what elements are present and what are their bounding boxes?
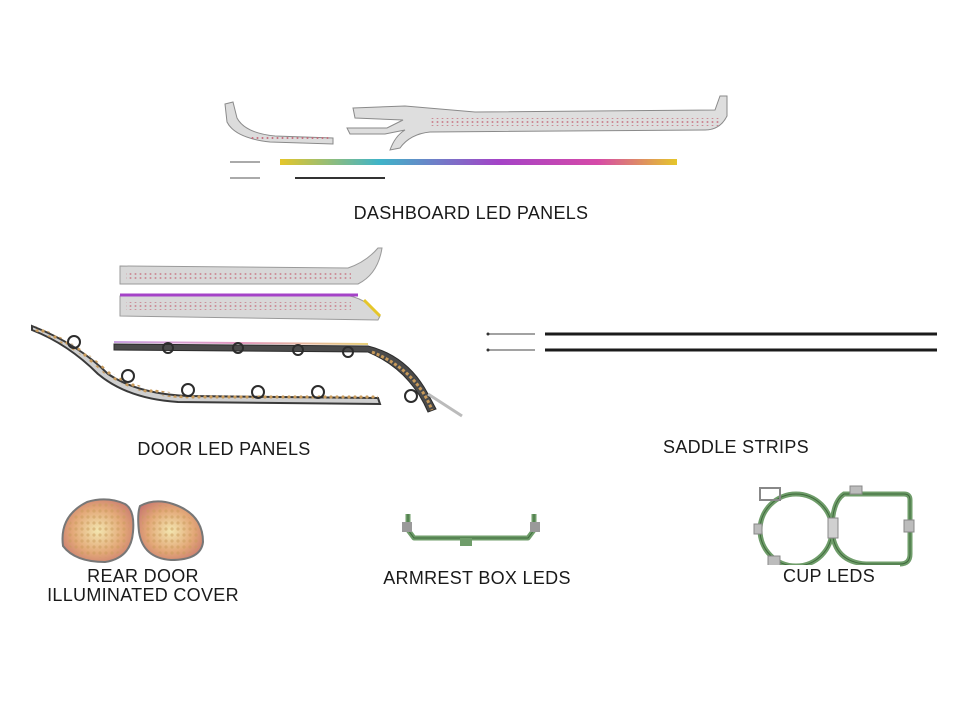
door-curved-frame (31, 324, 382, 406)
armrest-box-leds-label: ARMREST BOX LEDS (346, 567, 608, 593)
cup-led-ring-left (753, 487, 835, 569)
door-led-panels-image (31, 247, 463, 418)
saddle-strips-label: SADDLE STRIPS (632, 436, 840, 466)
dashboard-led-panels-label: DASHBOARD LED PANELS (312, 204, 630, 244)
saddle-strip-upper (486, 332, 937, 336)
armrest-led-frame (405, 514, 537, 541)
rear-door-cover-label-line1: REAR DOOR (87, 566, 199, 586)
rear-door-cover-label: REAR DOOR ILLUMINATED COVER (18, 567, 268, 607)
saddle-strips-image (486, 332, 937, 352)
dashboard-led-panels-image (224, 95, 728, 179)
armrest-box-leds-image (402, 514, 540, 546)
cup-led-ring-right (829, 485, 915, 567)
door-mounting-frame (113, 343, 437, 413)
rear-door-cover-label-line2: ILLUMINATED COVER (47, 585, 239, 605)
cup-leds-image (753, 485, 915, 569)
dashboard-rgb-strip (280, 159, 677, 165)
saddle-strip-lower (486, 348, 937, 352)
cup-leds-label: CUP LEDS (758, 565, 900, 591)
rear-door-cover-image (61, 498, 205, 564)
dashboard-left-panel (224, 101, 334, 145)
door-led-panels-label: DOOR LED PANELS (105, 438, 343, 468)
